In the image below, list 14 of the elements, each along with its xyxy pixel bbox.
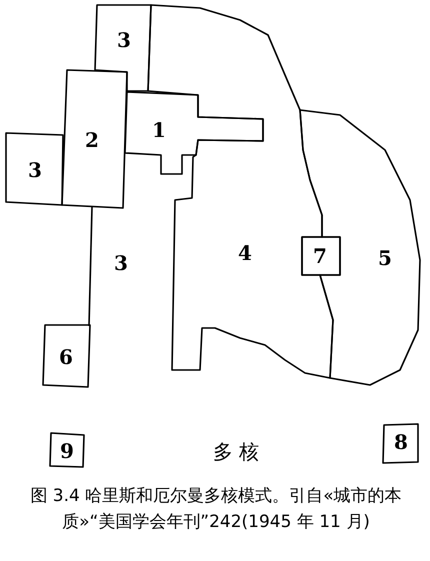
- zone-number: 3: [114, 253, 128, 273]
- zone-number: 4: [238, 243, 252, 263]
- zone-number: 2: [85, 130, 99, 150]
- zone-number: 5: [378, 248, 392, 268]
- zone-number: 3: [117, 30, 131, 50]
- boundary-line: [88, 206, 93, 326]
- zone-number: 9: [60, 441, 74, 461]
- zone-number: 3: [28, 160, 42, 180]
- zone-number: 7: [313, 246, 327, 266]
- zone-number: 8: [394, 432, 408, 452]
- map-label: 多 核: [212, 438, 260, 466]
- zone-number: 6: [59, 347, 73, 367]
- zone-number: 1: [152, 120, 166, 140]
- figure-caption: 图 3.4 哈里斯和厄尔曼多核模式。引自«城市的本质»“美国学会年刊”242(1945 年 11 月): [29, 485, 403, 534]
